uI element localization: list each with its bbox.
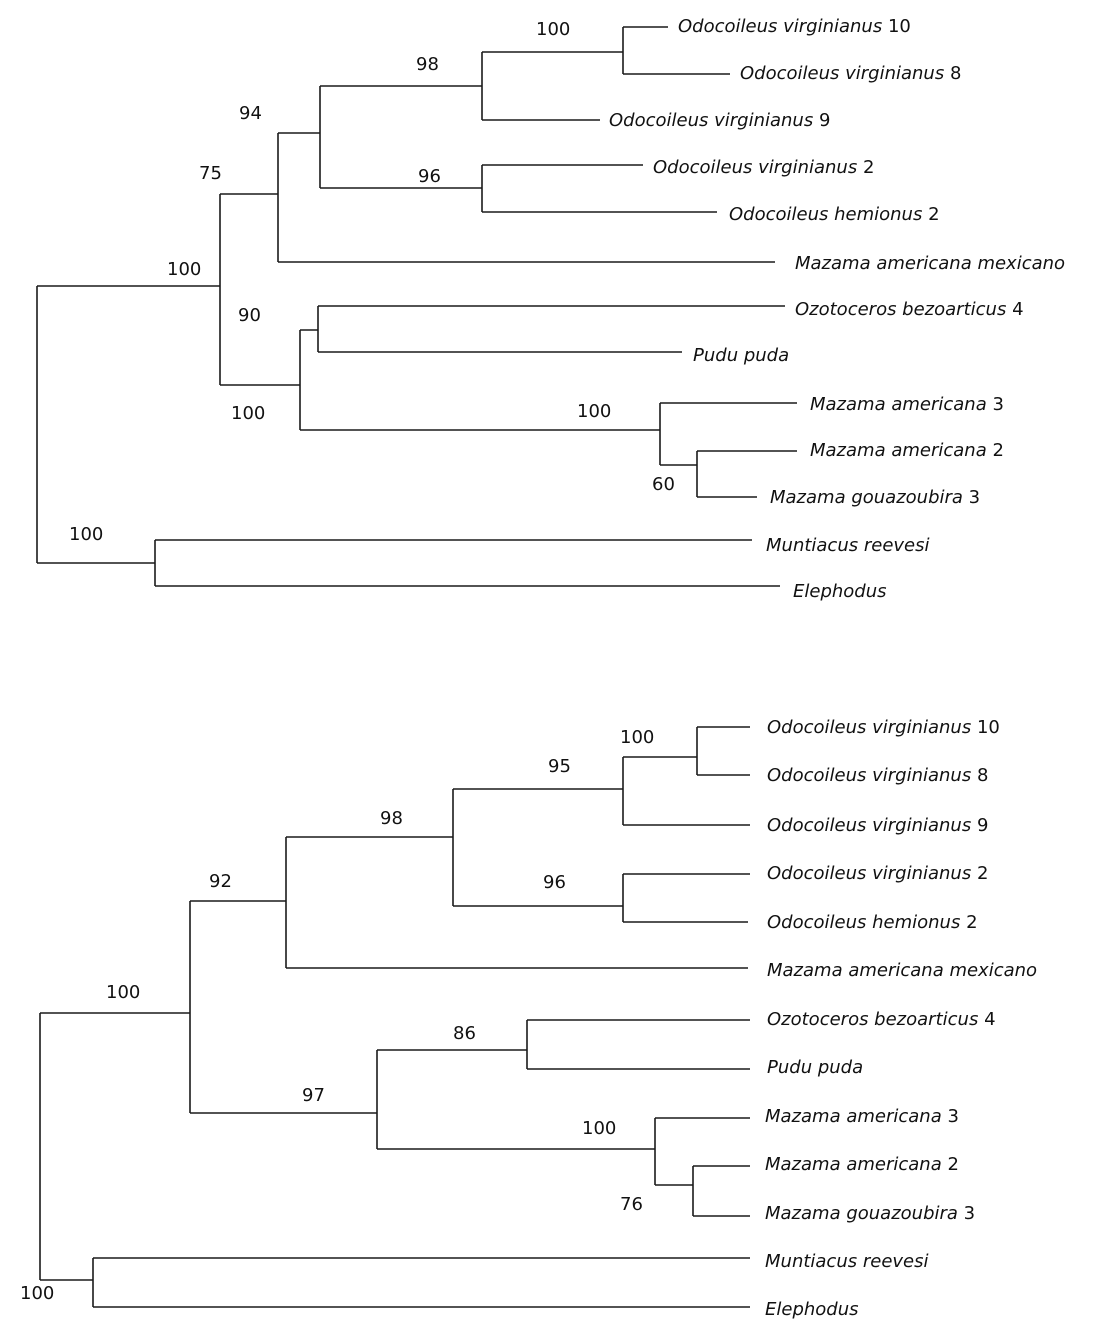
- support-label: 98: [416, 54, 439, 75]
- taxon-label: Mazama americana 3: [810, 394, 1004, 415]
- taxon-label: Odocoileus virginianus 2: [767, 863, 988, 884]
- taxon-label: Odocoileus virginianus 9: [767, 815, 988, 836]
- support-label: 94: [239, 103, 262, 124]
- taxon-label: Odocoileus virginianus 10: [767, 717, 1000, 738]
- support-label: 86: [453, 1023, 476, 1044]
- tree-2: 100 95 98 92 96 86 97 100 76 100 100 Odo…: [20, 717, 1037, 1320]
- support-label: 96: [418, 166, 441, 187]
- support-label: 100: [20, 1283, 54, 1304]
- taxon-label: Muntiacus reevesi: [766, 535, 930, 556]
- taxon-label: Odocoileus virginianus 8: [740, 63, 961, 84]
- support-label: 100: [167, 259, 201, 280]
- taxon-label: Elephodus: [765, 1299, 859, 1320]
- taxon-label: Pudu puda: [693, 345, 789, 366]
- taxon-label: Mazama gouazoubira 3: [770, 487, 980, 508]
- support-label: 100: [620, 727, 654, 748]
- tree-2-branches: [39, 726, 750, 1308]
- taxon-label: Odocoileus virginianus 9: [609, 110, 830, 131]
- support-label: 100: [69, 524, 103, 545]
- tree-1: 100 98 94 75 96 100 90 100 100 60 100 Od…: [36, 16, 1065, 602]
- support-label: 100: [106, 982, 140, 1003]
- taxon-label: Muntiacus reevesi: [765, 1251, 929, 1272]
- support-label: 95: [548, 756, 571, 777]
- taxon-label: Pudu puda: [767, 1057, 863, 1078]
- taxon-label: Ozotoceros bezoarticus 4: [795, 299, 1024, 320]
- support-label: 90: [238, 305, 261, 326]
- taxon-label: Mazama americana 3: [765, 1106, 959, 1127]
- taxon-label: Odocoileus virginianus 2: [653, 157, 874, 178]
- support-label: 76: [620, 1194, 643, 1215]
- tree-2-taxon-labels: Odocoileus virginianus 10 Odocoileus vir…: [765, 717, 1037, 1320]
- support-label: 60: [652, 474, 675, 495]
- taxon-label: Mazama gouazoubira 3: [765, 1203, 975, 1224]
- taxon-label: Odocoileus hemionus 2: [767, 912, 978, 933]
- taxon-label: Mazama americana mexicano: [767, 960, 1037, 981]
- taxon-label: Elephodus: [793, 581, 887, 602]
- support-label: 100: [536, 19, 570, 40]
- support-label: 100: [231, 403, 265, 424]
- tree-1-branches: [36, 26, 797, 587]
- taxon-label: Odocoileus hemionus 2: [729, 204, 940, 225]
- support-label: 97: [302, 1085, 325, 1106]
- taxon-label: Odocoileus virginianus 10: [678, 16, 911, 37]
- support-label: 100: [582, 1118, 616, 1139]
- tree-1-support-values: 100 98 94 75 96 100 90 100 100 60 100: [69, 19, 675, 545]
- support-label: 92: [209, 871, 232, 892]
- taxon-label: Odocoileus virginianus 8: [767, 765, 988, 786]
- support-label: 75: [199, 163, 222, 184]
- tree-1-taxon-labels: Odocoileus virginianus 10 Odocoileus vir…: [609, 16, 1065, 602]
- taxon-label: Ozotoceros bezoarticus 4: [767, 1009, 996, 1030]
- tree-2-support-values: 100 95 98 92 96 86 97 100 76 100 100: [20, 727, 654, 1304]
- taxon-label: Mazama americana 2: [810, 440, 1004, 461]
- support-label: 100: [577, 401, 611, 422]
- support-label: 96: [543, 872, 566, 893]
- taxon-label: Mazama americana 2: [765, 1154, 959, 1175]
- support-label: 98: [380, 808, 403, 829]
- taxon-label: Mazama americana mexicano: [795, 253, 1065, 274]
